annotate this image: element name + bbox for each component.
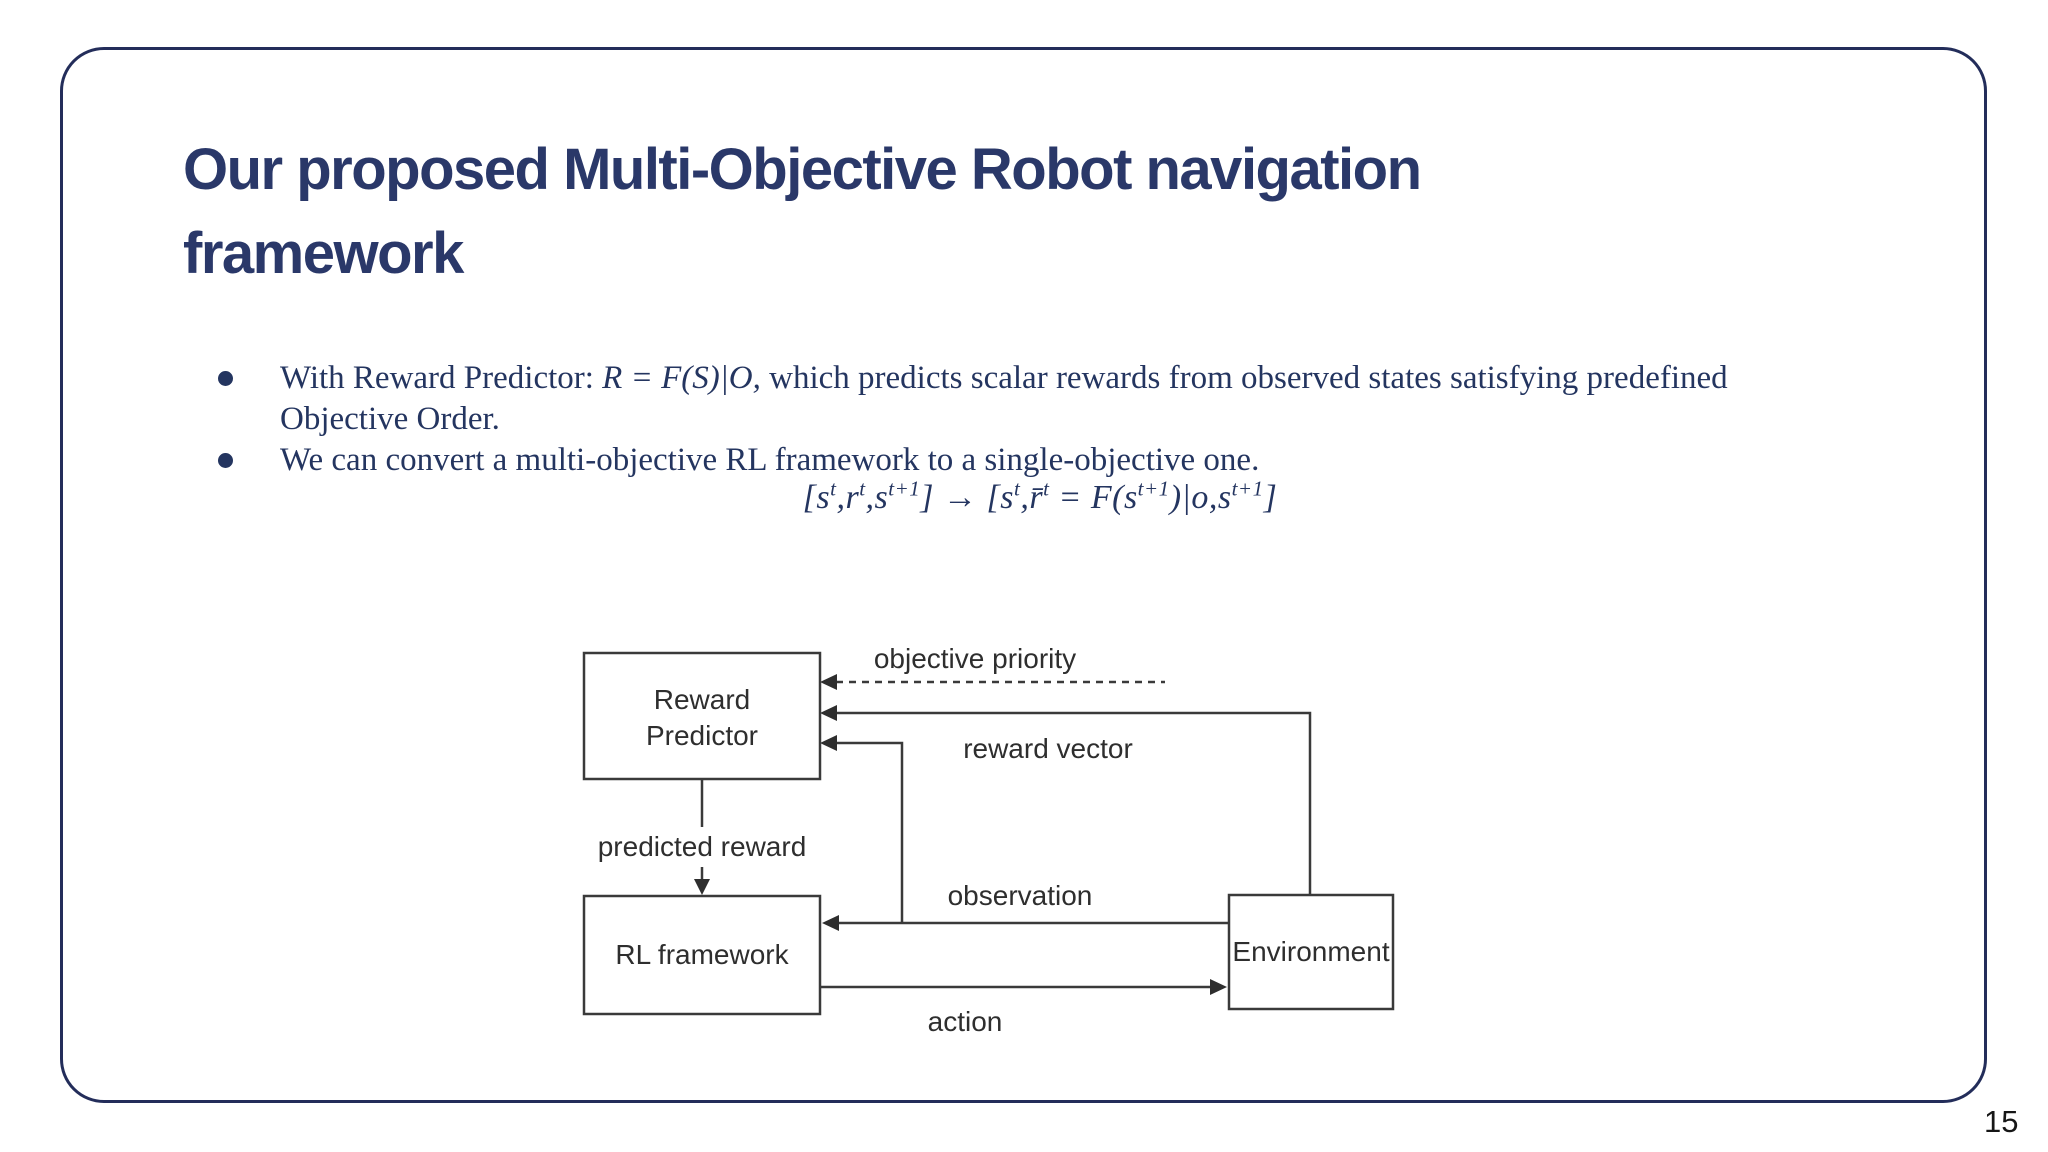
arrowhead-objective-priority <box>820 674 837 690</box>
formula-segment: ] → [s <box>920 479 1014 516</box>
formula-segment: t <box>1043 476 1050 501</box>
bullet-text-post: which predicts scalar rewards from obser… <box>280 360 1728 437</box>
formula-segment: )|o,s <box>1169 479 1232 516</box>
bullet-math-inline: R = F(S)|O, <box>602 360 761 396</box>
reward-predictor-box <box>582 651 822 781</box>
bullet-dot-icon <box>218 371 233 386</box>
slide-title: Our proposed Multi-Objective Robot navig… <box>183 137 1422 286</box>
reward-predictor-label-line1: Reward <box>654 684 750 715</box>
formula-segment: = F(s <box>1049 479 1138 516</box>
rl-framework-box <box>582 894 822 1016</box>
arrowhead-reward-vector-branch <box>820 735 837 751</box>
formula-segment: t+1 <box>1231 476 1264 501</box>
page-number: 15 <box>1984 1104 2019 1139</box>
reward-vector-label: reward vector <box>963 733 1133 764</box>
bullet-item-convert-framework: We can convert a multi-objective RL fram… <box>0 440 1760 481</box>
formula-segment: t <box>1013 476 1021 501</box>
objective-priority-label: objective priority <box>874 643 1076 674</box>
bullet-list: With Reward Predictor: R = F(S)|O, which… <box>0 358 1760 481</box>
bullet-text-pre: We can convert a multi-objective RL fram… <box>280 442 1260 478</box>
formula-segment: [s <box>802 479 831 516</box>
rl-framework-label: RL framework <box>615 939 789 970</box>
formula-segment: t+1 <box>1137 476 1170 501</box>
formula-segment: , <box>1020 479 1030 516</box>
bullet-item-reward-predictor: With Reward Predictor: R = F(S)|O, which… <box>0 358 1760 440</box>
reward-predictor-label-line2: Predictor <box>646 720 758 751</box>
formula-segment: , <box>836 479 846 516</box>
formula-segment: , <box>865 479 875 516</box>
formula-segment: t+1 <box>888 476 921 501</box>
formula-segment: t <box>830 476 837 501</box>
arrowhead-action <box>1210 979 1227 995</box>
reward-vector-branch-line <box>823 741 904 922</box>
bullet-text: We can convert a multi-objective RL fram… <box>280 440 1259 481</box>
observation-label: observation <box>948 880 1093 911</box>
action-label: action <box>928 1006 1003 1037</box>
bullet-dot-icon <box>218 453 233 468</box>
arrowhead-predicted-reward <box>694 879 710 895</box>
predicted-reward-label: predicted reward <box>598 831 807 862</box>
predicted-reward-label-bg <box>588 827 816 867</box>
bullet-text: With Reward Predictor: R = F(S)|O, which… <box>280 358 1740 440</box>
formula-segment: ] <box>1263 479 1278 516</box>
arrowhead-reward-vector <box>820 705 837 721</box>
environment-box <box>1227 893 1395 1011</box>
formula-segment: t <box>859 476 866 501</box>
environment-label: Environment <box>1232 936 1389 967</box>
arrowhead-observation <box>822 915 839 931</box>
reward-vector-line <box>823 711 1312 894</box>
formula-segment: r̄ <box>1029 479 1044 516</box>
bullet-text-pre: With Reward Predictor: <box>280 360 603 396</box>
conversion-formula: [st,rt,st+1] → [st,r̄t = F(st+1)|o,st+1] <box>440 476 1640 517</box>
formula-segment: r <box>845 479 860 516</box>
slide-border-frame <box>60 47 1987 1103</box>
formula-segment: s <box>874 479 889 516</box>
